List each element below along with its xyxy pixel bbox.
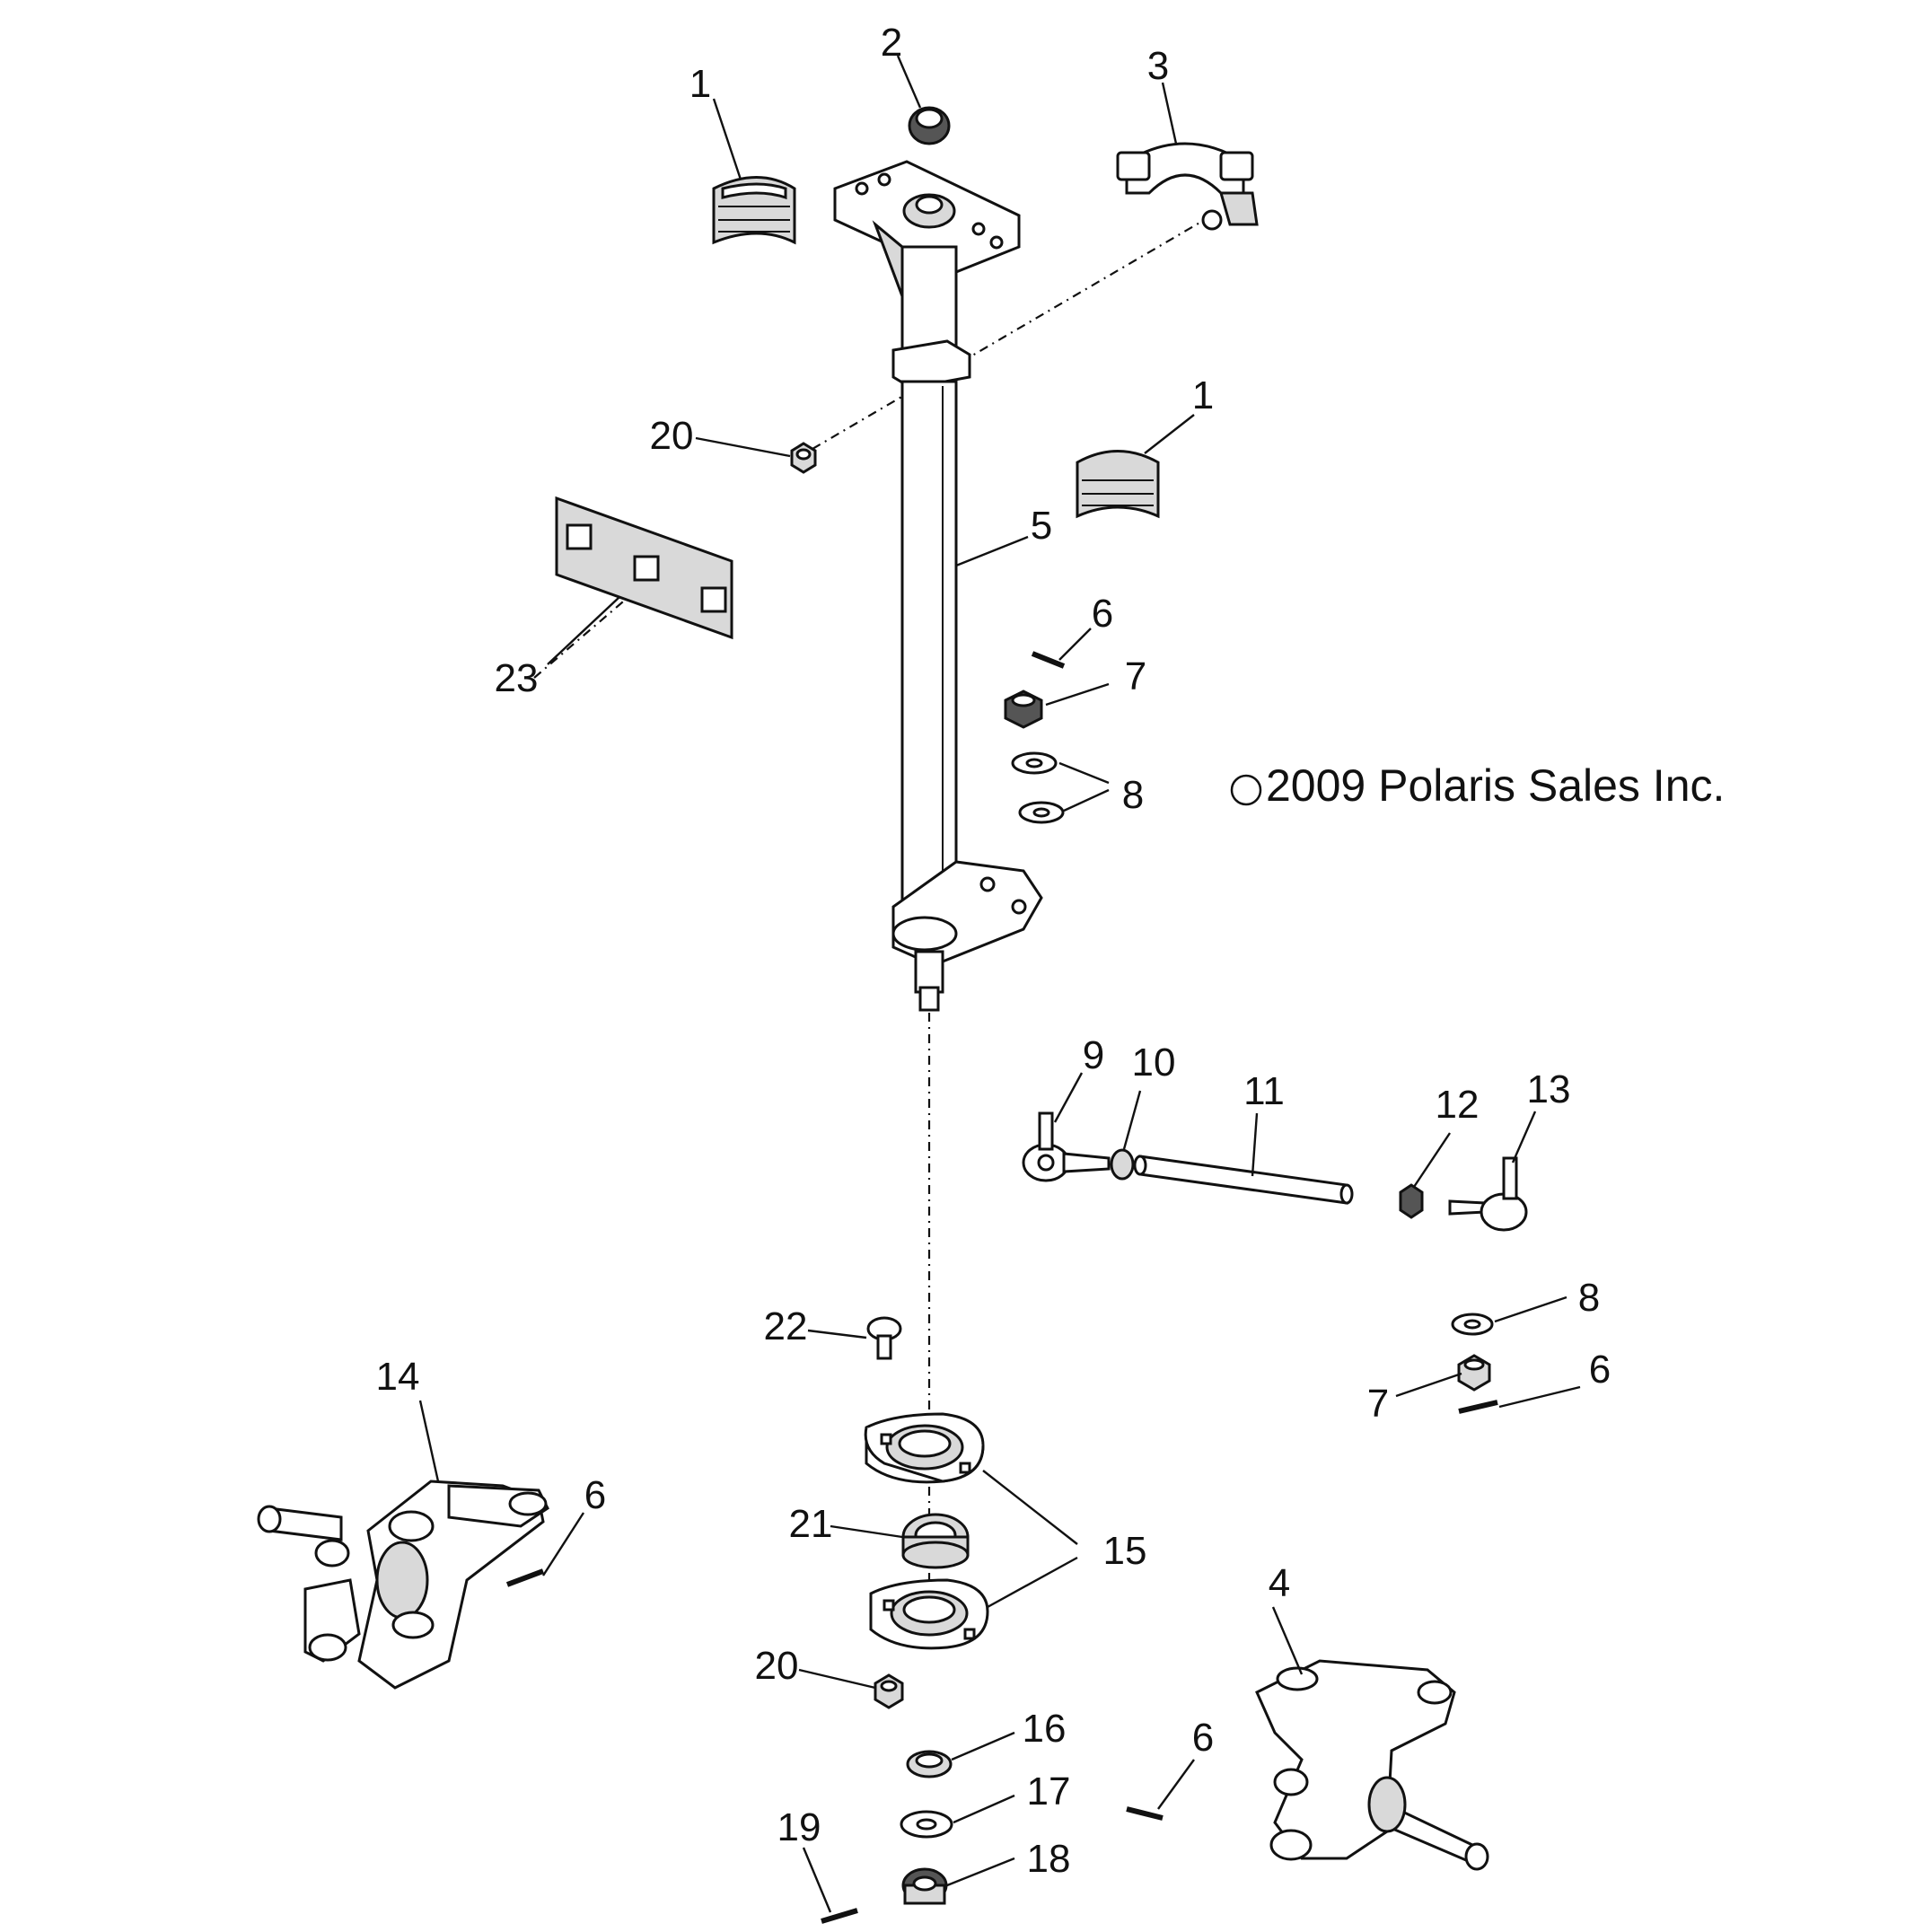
part-20-nut-lower	[874, 1673, 904, 1709]
label-part-3: 3	[1147, 44, 1169, 88]
label-part-22: 22	[764, 1304, 808, 1348]
copyright-notice: © 2009 Polaris Sales Inc.	[1230, 760, 1725, 811]
label-part-20-lower: 20	[755, 1644, 799, 1688]
part-12-jam-nut-right	[1399, 1183, 1424, 1219]
part-20-nut-upper	[790, 442, 817, 474]
part-15-flange-upper	[864, 1412, 985, 1484]
part-1-bushing-upper	[712, 176, 796, 245]
part-13-tie-rod-end-right	[1448, 1156, 1528, 1232]
part-23-plate	[555, 496, 733, 640]
label-part-20-upper: 20	[650, 414, 694, 458]
label-part-9: 9	[1083, 1033, 1104, 1077]
part-6-cotter-pin-upper	[1031, 651, 1066, 669]
part-17-washer	[900, 1810, 953, 1839]
label-part-17: 17	[1027, 1770, 1071, 1813]
part-5-steering-post	[833, 160, 1043, 1012]
label-part-2: 2	[881, 21, 902, 65]
label-part-7-upper: 7	[1125, 654, 1146, 698]
label-part-11: 11	[1243, 1069, 1285, 1113]
part-8-washers-upper	[1011, 751, 1065, 824]
label-part-23: 23	[495, 656, 539, 700]
copyright-text: 2009 Polaris Sales Inc.	[1266, 760, 1725, 811]
part-19-cotter-pin	[821, 1908, 858, 1924]
label-part-8-upper: 8	[1122, 773, 1144, 817]
centerline-clamp	[812, 215, 1213, 450]
part-6-cotter-pin-right	[1458, 1400, 1498, 1414]
part-9-tie-rod-end-left	[1022, 1111, 1111, 1182]
part-10-jam-nut-left	[1110, 1148, 1135, 1181]
part-2-nut	[908, 106, 951, 145]
leader-lines	[418, 55, 1581, 1913]
label-part-6-bottom: 6	[1192, 1716, 1214, 1760]
label-part-7-lower: 7	[1367, 1382, 1389, 1426]
label-part-21: 21	[789, 1502, 833, 1546]
label-part-1-upper: 1	[689, 62, 711, 106]
part-4-spindle-right	[1255, 1659, 1489, 1871]
part-15-flange-lower	[869, 1578, 989, 1650]
label-part-6-left: 6	[584, 1473, 606, 1517]
part-1-bushing-right	[1076, 450, 1160, 519]
label-part-6-right: 6	[1589, 1348, 1611, 1392]
label-part-5: 5	[1031, 504, 1052, 548]
label-part-8-lower: 8	[1578, 1276, 1600, 1320]
label-part-4: 4	[1269, 1561, 1290, 1605]
label-part-18: 18	[1027, 1837, 1071, 1881]
label-part-13: 13	[1527, 1067, 1571, 1111]
part-6-cotter-pin-spindle-right	[1126, 1806, 1164, 1821]
label-part-1-right: 1	[1192, 373, 1214, 417]
label-part-16: 16	[1023, 1707, 1067, 1751]
part-22-bolt	[866, 1316, 902, 1360]
label-part-12: 12	[1436, 1083, 1480, 1127]
label-part-10: 10	[1132, 1041, 1176, 1085]
part-11-tie-rod	[1133, 1155, 1354, 1205]
part-8-washer-lower	[1451, 1313, 1494, 1336]
part-18-castle-nut	[901, 1867, 948, 1905]
part-14-spindle-left	[257, 1480, 549, 1690]
part-3-clamp	[1116, 142, 1259, 231]
part-7-castle-nut-lower	[1457, 1354, 1491, 1392]
part-6-cotter-pin-left	[505, 1568, 545, 1587]
part-21-bearing	[901, 1513, 970, 1569]
label-part-15: 15	[1103, 1529, 1147, 1573]
part-16-spacer	[906, 1750, 953, 1778]
label-part-19: 19	[777, 1805, 821, 1849]
label-part-14: 14	[376, 1355, 420, 1399]
part-7-castle-nut-upper	[1004, 689, 1043, 729]
label-part-6-upper: 6	[1092, 592, 1113, 636]
centerline-plate	[533, 596, 629, 679]
